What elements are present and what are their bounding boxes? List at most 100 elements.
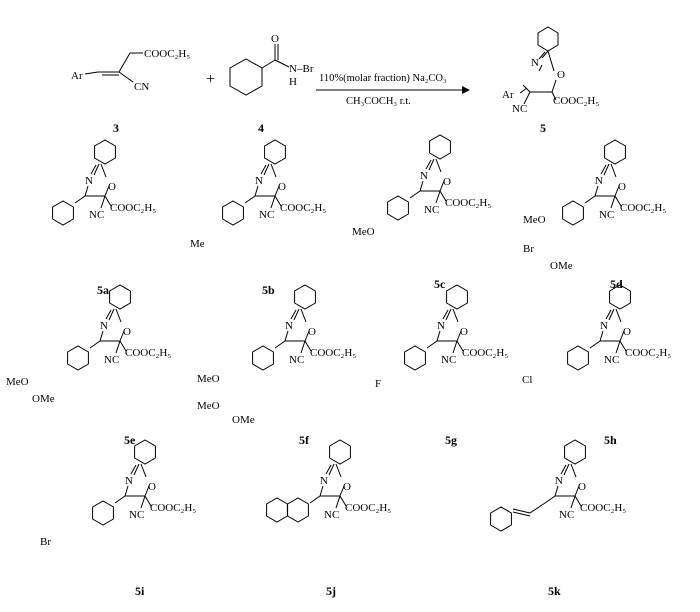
compound-number: 5h bbox=[604, 433, 617, 447]
ring-nitrogen: N bbox=[255, 175, 263, 187]
ester-group: COOC₂H₅ bbox=[553, 95, 599, 107]
c4-aryl-bond bbox=[114, 495, 126, 504]
phenyl-ring bbox=[134, 439, 156, 465]
ring-substituent: OMe bbox=[32, 393, 55, 405]
ring-oxygen: O bbox=[343, 481, 351, 493]
phenyl-ring bbox=[604, 139, 626, 165]
compound-number: 5f bbox=[299, 433, 310, 447]
oxazoline-ring bbox=[254, 163, 280, 197]
compound-number: 5i bbox=[135, 584, 145, 598]
ester-group: COOC₂H₅ bbox=[110, 202, 156, 214]
c4-aryl-bond bbox=[244, 195, 256, 204]
compound-number-5: 5 bbox=[540, 121, 546, 135]
phenyl-ring bbox=[446, 284, 468, 310]
c4-aryl-bond bbox=[544, 495, 556, 504]
ester-group: COOC₂H₅ bbox=[625, 347, 671, 359]
phenyl-ring bbox=[564, 439, 586, 465]
ring-nitrogen: N bbox=[125, 475, 133, 487]
ester-group: COOC₂H₅ bbox=[125, 347, 171, 359]
compound-number: 5d bbox=[610, 277, 623, 291]
aryl-ring bbox=[562, 200, 584, 226]
oxazoline-ring bbox=[419, 158, 445, 192]
condition-base: 110%(molar fraction) Na₂CO₃ bbox=[319, 73, 447, 84]
aryl-ring bbox=[222, 200, 244, 226]
c4-aryl-bond bbox=[426, 340, 438, 349]
compound-5a: N O NC COOC₂H₅ 5a bbox=[52, 139, 156, 297]
c5-bonds bbox=[140, 495, 152, 509]
ring-oxygen: O bbox=[278, 181, 286, 193]
ring-oxygen: O bbox=[578, 481, 586, 493]
ring-substituent: Me bbox=[190, 238, 205, 250]
carbonyl-oxygen: O bbox=[271, 33, 279, 45]
ester-group: COOC₂H₅ bbox=[345, 502, 391, 514]
ring-oxygen: O bbox=[443, 176, 451, 188]
c4-aryl-bond bbox=[589, 340, 601, 349]
ester-group: COOC₂H₅ bbox=[280, 202, 326, 214]
ring-nitrogen: N bbox=[285, 320, 293, 332]
naphthalene-ring-b bbox=[266, 497, 288, 523]
nitrile-group: NC bbox=[559, 509, 574, 521]
oxazoline-ring bbox=[124, 463, 150, 497]
compound-number: 5g bbox=[445, 433, 457, 447]
nitrile-group: NC bbox=[104, 354, 119, 366]
c5-bonds bbox=[270, 195, 282, 209]
c4-aryl-bond bbox=[309, 495, 321, 504]
c5-bonds bbox=[610, 195, 622, 209]
naphthalene-ring-a bbox=[287, 497, 309, 523]
nitrile-group: NC bbox=[89, 209, 104, 221]
ring-substituent: MeO bbox=[352, 226, 375, 238]
phenyl-ring bbox=[429, 134, 451, 160]
c5-bonds bbox=[100, 195, 112, 209]
ester-group: COOC₂H₅ bbox=[445, 197, 491, 209]
phenyl-ring bbox=[109, 284, 131, 310]
reactant-3: COOC₂H₅ CN Ar 3 bbox=[71, 48, 190, 135]
ring-nitrogen: N bbox=[531, 57, 539, 69]
aryl-ring bbox=[67, 345, 89, 371]
ester-group: COOC₂H₅ bbox=[580, 502, 626, 514]
c5-bonds bbox=[435, 190, 447, 204]
phenyl-ring bbox=[264, 139, 286, 165]
ring-substituent: MeO bbox=[197, 400, 220, 412]
ring-substituent: Br bbox=[40, 536, 51, 548]
bromine-atom: –Br bbox=[296, 63, 314, 75]
nitrile-group: NC bbox=[512, 103, 527, 115]
aryl-ring bbox=[404, 345, 426, 371]
oxazoline-ring bbox=[554, 463, 580, 497]
aryl-label: Ar bbox=[71, 70, 83, 82]
phenyl-ring bbox=[294, 284, 316, 310]
oxazoline-ring bbox=[84, 163, 110, 197]
ring-oxygen: O bbox=[460, 326, 468, 338]
c5-bonds bbox=[615, 340, 627, 354]
compound-number: 5a bbox=[97, 283, 109, 297]
ester-group: COOC₂H₅ bbox=[150, 502, 196, 514]
nitrile-group: NC bbox=[259, 209, 274, 221]
c4-aryl-bond bbox=[74, 195, 86, 204]
ring-oxygen: O bbox=[108, 181, 116, 193]
c4-aryl-bond bbox=[274, 340, 286, 349]
ester-group: COOC₂H₅ bbox=[144, 48, 190, 60]
oxazoline-ring bbox=[599, 308, 625, 342]
ring-oxygen: O bbox=[123, 326, 131, 338]
compound-number: 5j bbox=[326, 584, 336, 598]
oxazoline-ring bbox=[284, 308, 310, 342]
ring-nitrogen: N bbox=[85, 175, 93, 187]
compound-number-4: 4 bbox=[258, 121, 264, 135]
oxazoline-ring bbox=[594, 163, 620, 197]
ring-nitrogen: N bbox=[437, 320, 445, 332]
ring-substituent: Cl bbox=[522, 374, 532, 386]
ring-substituent: MeO bbox=[197, 373, 220, 385]
reactant-4: O N H –Br 4 bbox=[229, 33, 314, 135]
ester-group: COOC₂H₅ bbox=[620, 202, 666, 214]
ring-oxygen: O bbox=[618, 181, 626, 193]
amide-nitrogen: N bbox=[289, 63, 297, 75]
c5-bonds bbox=[570, 495, 582, 509]
c4-aryl-bond bbox=[409, 190, 421, 199]
